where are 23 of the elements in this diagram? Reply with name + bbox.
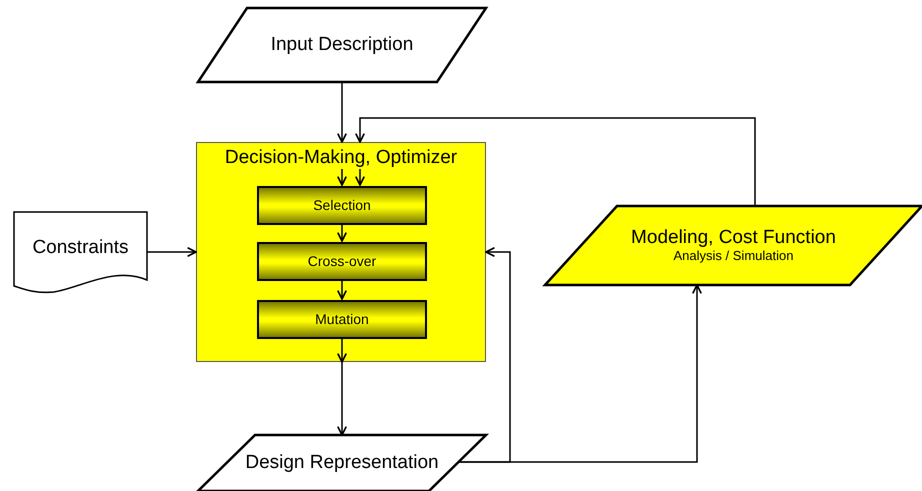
arrow xyxy=(354,117,756,206)
node-label: Design Representation xyxy=(245,452,439,474)
process-step-box xyxy=(257,186,427,225)
arrow xyxy=(354,169,366,186)
arrow xyxy=(336,224,348,242)
node-label: Mutation xyxy=(315,311,369,328)
arrow xyxy=(458,284,702,463)
node-label: Constraints xyxy=(32,237,129,259)
node-label: Selection xyxy=(313,197,371,214)
arrow xyxy=(336,82,348,143)
process-container xyxy=(196,142,486,362)
node-label: Input Description xyxy=(270,34,414,56)
node-label: Modeling, Cost Function xyxy=(631,227,836,249)
process-step-box xyxy=(257,242,427,281)
arrow xyxy=(336,169,348,186)
arrow xyxy=(336,280,348,300)
process-step-box xyxy=(257,300,427,339)
node-label: Decision-Making, Optimizer xyxy=(224,147,458,169)
arrow xyxy=(336,362,348,436)
node-label: Cross-over xyxy=(308,253,376,270)
arrow xyxy=(147,246,197,258)
node-sublabel: Analysis / Simulation xyxy=(674,248,794,264)
arrow xyxy=(336,338,348,363)
